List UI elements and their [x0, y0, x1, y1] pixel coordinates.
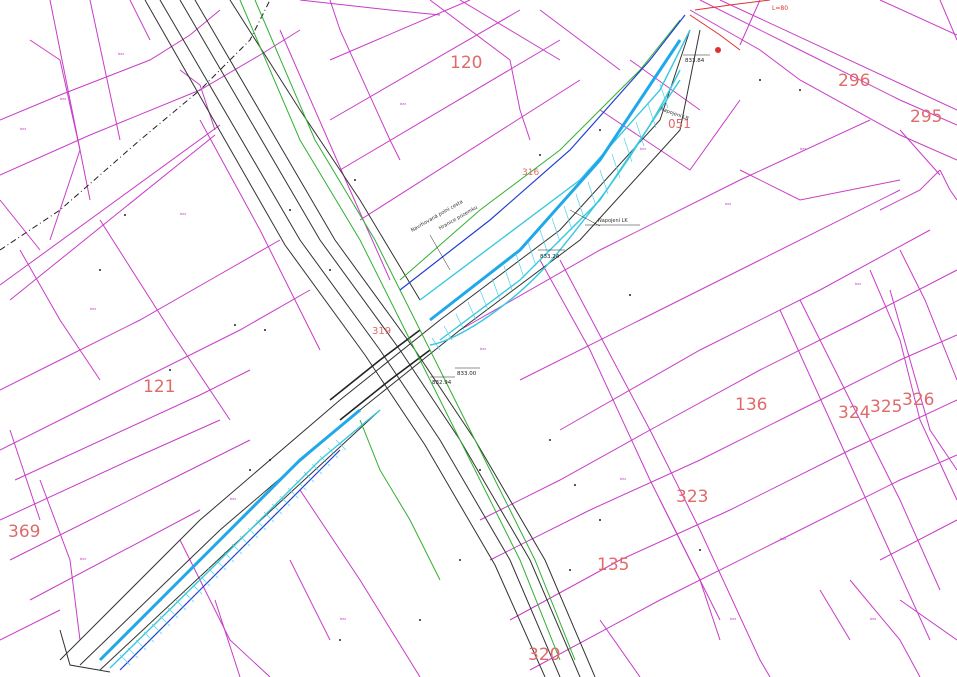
elevation-labels: 833.84 833.24 833.00 832.94	[430, 54, 710, 386]
red-marker: L=80	[689, 0, 788, 53]
annotation-lk: Napojení LK	[598, 217, 628, 224]
small-parcel-code: bez	[800, 147, 806, 151]
small-parcel-code: bez	[400, 102, 406, 106]
parcel-labels: 120 121 136 135 323 324 325 326 296 295 …	[8, 53, 942, 665]
small-parcel-code: bez	[640, 147, 646, 151]
parcel-label-296: 296	[838, 71, 870, 91]
parcel-label-325: 325	[870, 397, 902, 417]
roads	[0, 0, 701, 677]
parcel-label-136: 136	[735, 395, 767, 415]
small-parcel-code: bez	[230, 497, 236, 501]
parcel-label-319: 319	[372, 326, 391, 337]
red-mark-label: L=80	[772, 5, 788, 12]
parcel-label-295: 295	[910, 107, 942, 127]
small-parcel-codes: bez bez bez bez bez bez bez bez bez bez …	[20, 52, 876, 621]
small-parcel-code: bez	[60, 97, 66, 101]
parcel-label-051: 051	[668, 117, 691, 131]
small-parcel-code: bez	[340, 617, 346, 621]
parcel-label-135: 135	[597, 555, 629, 575]
small-parcel-code: bez	[730, 617, 736, 621]
small-parcel-code: bez	[80, 557, 86, 561]
small-parcel-code: bez	[20, 127, 26, 131]
parcel-label-320: 320	[528, 645, 560, 665]
elevation-833-00: 833.00	[457, 371, 477, 377]
parcel-label-323: 323	[676, 487, 708, 507]
parcel-label-121: 121	[143, 377, 175, 397]
small-parcel-code: bez	[480, 347, 486, 351]
parcel-label-120: 120	[450, 53, 482, 73]
small-parcel-code: bez	[118, 52, 124, 56]
elevation-833-84: 833.84	[685, 58, 705, 64]
parcel-label-316: 316	[522, 168, 539, 178]
small-parcel-code: bez	[725, 202, 731, 206]
elevation-833-24: 833.24	[540, 254, 560, 260]
survey-points	[99, 79, 801, 641]
small-parcel-code: bez	[180, 212, 186, 216]
parcel-label-369: 369	[8, 522, 40, 542]
small-parcel-code: bez	[780, 537, 786, 541]
parcel-label-324: 324	[838, 403, 870, 423]
parcel-label-326: 326	[902, 390, 934, 410]
small-parcel-code: bez	[855, 282, 861, 286]
elevation-832-94: 832.94	[432, 380, 452, 386]
small-parcel-code: bez	[870, 617, 876, 621]
design-lines	[98, 14, 691, 671]
green-lines	[239, 0, 681, 661]
small-parcel-code: bez	[90, 307, 96, 311]
small-parcel-code: bez	[620, 477, 626, 481]
